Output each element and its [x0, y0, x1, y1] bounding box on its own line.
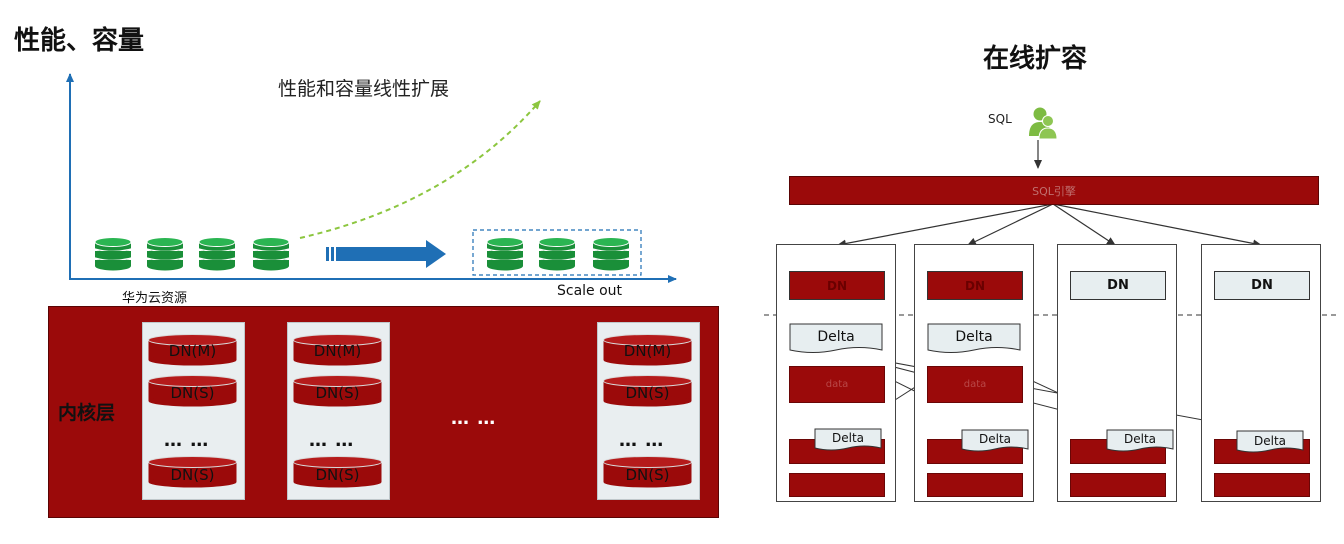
- database-icon: [486, 237, 524, 271]
- sql-engine-bar: SQL引擎: [789, 176, 1319, 205]
- delta-label: Delta: [1253, 434, 1286, 448]
- storage-block: [927, 473, 1023, 497]
- database-icon: [538, 237, 576, 271]
- online-expansion-title: 在线扩容: [983, 44, 1088, 74]
- dn-label-new: DN: [1070, 271, 1166, 300]
- database-icon: [252, 237, 290, 271]
- delta-label: Delta: [978, 432, 1011, 446]
- dn-label-old: DN: [789, 271, 885, 300]
- dn-label-new: DN: [1214, 271, 1310, 300]
- delta-label: Delta: [831, 431, 864, 445]
- performance-capacity-title: 性能、容量: [14, 26, 145, 56]
- column-ellipsis: … …: [164, 430, 210, 451]
- column-ellipsis: … …: [619, 430, 665, 451]
- x-axis-label-resources: 华为云资源: [122, 291, 188, 306]
- dn-cylinder-label: DN(M): [623, 342, 672, 360]
- kernel-layer-label: 内核层: [58, 402, 116, 424]
- scale-out-arrow: [326, 240, 446, 268]
- database-icon: [592, 237, 630, 271]
- dn-cylinder-label: DN(S): [315, 384, 360, 402]
- dn-cylinder-label: DN(M): [168, 342, 217, 360]
- dn-cylinder-label: DN(S): [625, 384, 670, 402]
- database-icon: [146, 237, 184, 271]
- column-ellipsis: … …: [309, 430, 355, 451]
- dn-cylinder-label: DN(M): [313, 342, 362, 360]
- database-icon: [94, 237, 132, 271]
- engine-connectors: [837, 203, 1262, 248]
- data-block: data: [927, 366, 1023, 403]
- database-icon: [198, 237, 236, 271]
- scale-out-group: [472, 229, 642, 276]
- dn-cylinder-label: DN(S): [625, 466, 670, 484]
- dn-label-old: DN: [927, 271, 1023, 300]
- curve-label: 性能和容量线性扩展: [278, 78, 450, 100]
- dn-cylinder-label: DN(S): [170, 466, 215, 484]
- users-icon: [1029, 107, 1058, 140]
- sql-label: SQL: [988, 112, 1012, 126]
- delta-label: Delta: [1123, 432, 1156, 446]
- data-block: data: [789, 366, 885, 403]
- x-axis-label-scale-out: Scale out: [557, 283, 623, 299]
- delta-label: Delta: [955, 329, 993, 345]
- storage-block: [1070, 473, 1166, 497]
- dn-cylinder-label: DN(S): [170, 384, 215, 402]
- delta-label: Delta: [817, 329, 855, 345]
- storage-block: [789, 473, 885, 497]
- storage-block: [1214, 473, 1310, 497]
- dn-cylinder-label: DN(S): [315, 466, 360, 484]
- growth-curve: [299, 100, 541, 239]
- middle-ellipsis: … …: [451, 408, 497, 429]
